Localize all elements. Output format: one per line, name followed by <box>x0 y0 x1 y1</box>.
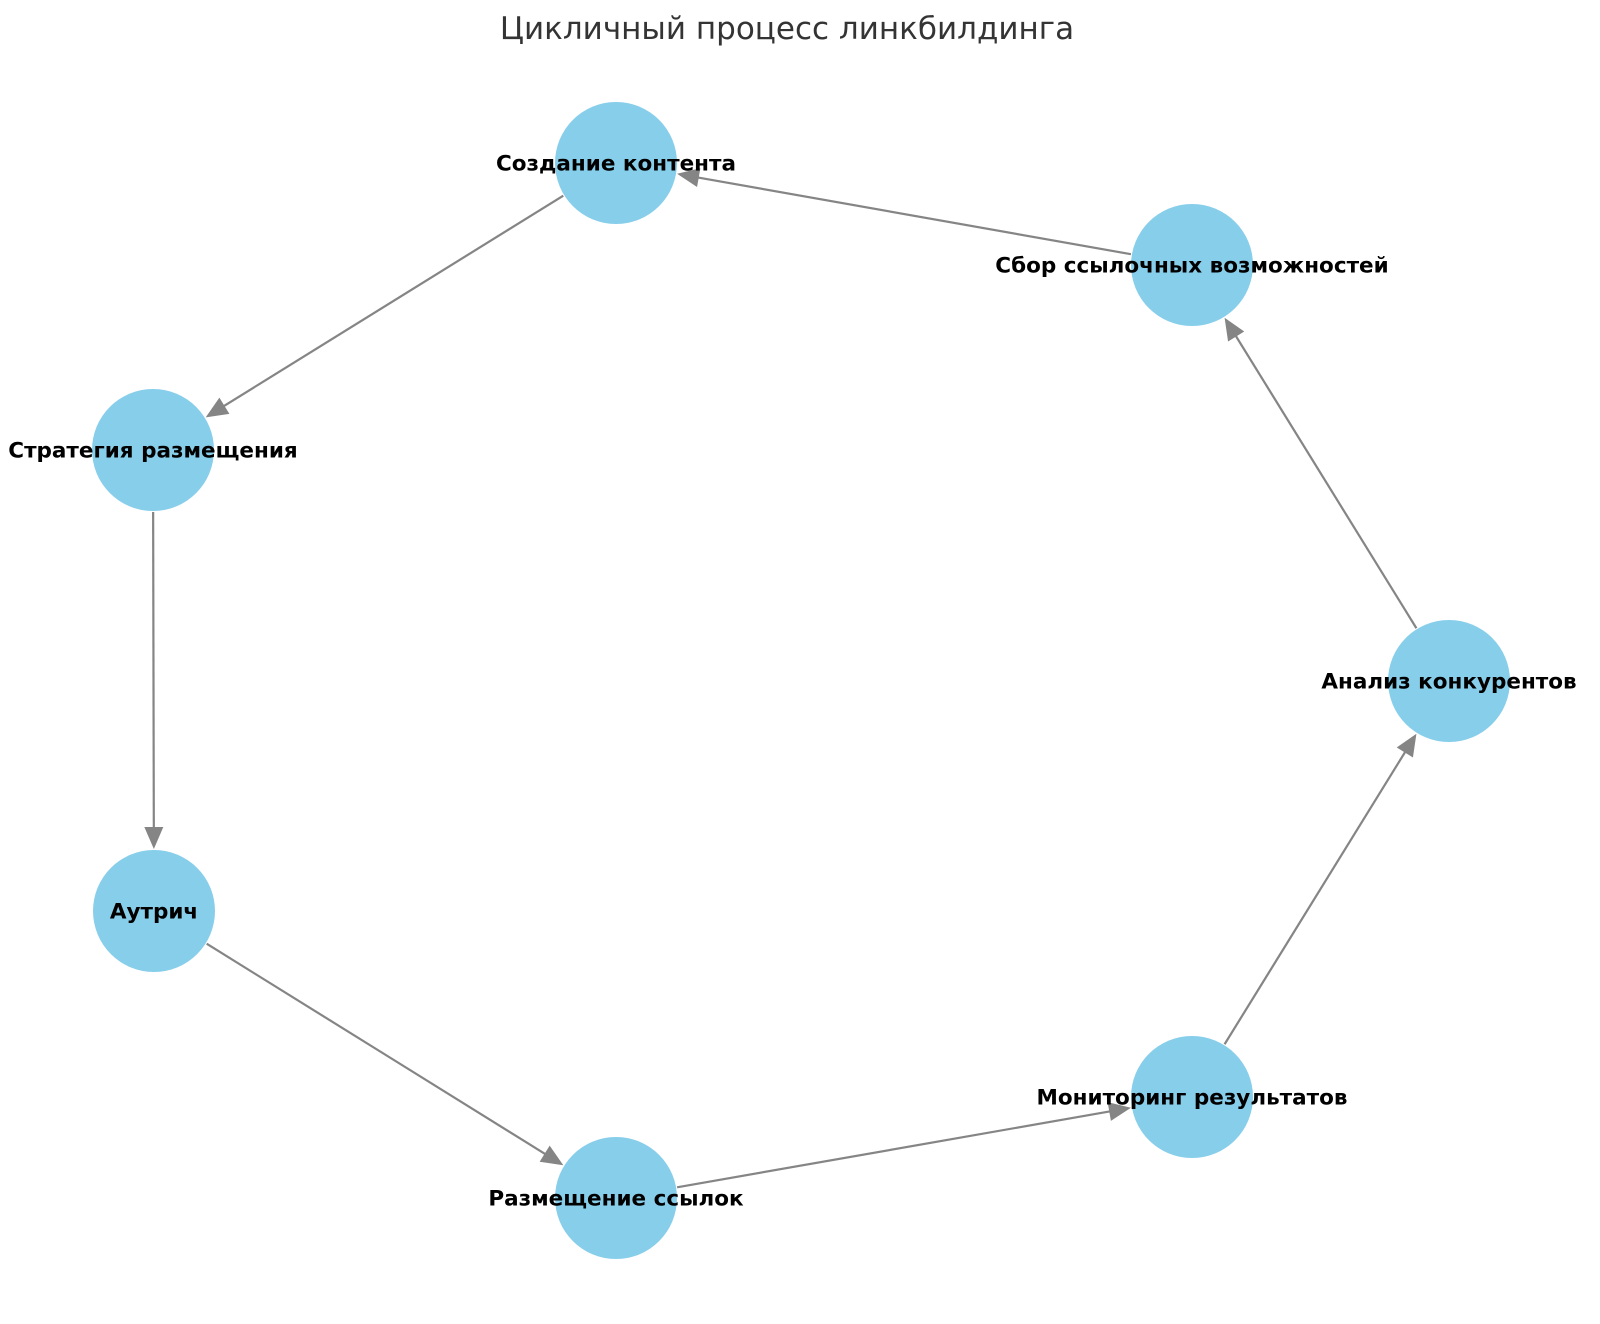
edge-line-analiz-konkurentov--sbor-ssylochnyh <box>1228 325 1418 629</box>
edge-line-sozdanie-kontenta--strategiya-razmeshcheniya <box>213 194 564 414</box>
edge-arrow-monitoring-rezultatov--analiz-konkurentov <box>1396 733 1417 758</box>
edge-line-monitoring-rezultatov--analiz-konkurentov <box>1223 741 1413 1045</box>
node-circle-strategiya-razmeshcheniya <box>92 389 214 511</box>
node-circle-sbor-ssylochnyh <box>1131 204 1253 326</box>
node-circle-autrich <box>93 850 215 972</box>
edge-arrow-razmeshchenie-ssylok--monitoring-rezultatov <box>1107 1102 1131 1121</box>
edge-line-strategiya-razmeshcheniya--autrich <box>152 511 155 840</box>
node-label-analiz-konkurentov: Анализ конкурентов <box>1321 670 1576 695</box>
edge-line-razmeshchenie-ssylok--monitoring-rezultatov <box>676 1108 1122 1189</box>
node-label-autrich: Аутрич <box>110 900 198 925</box>
node-label-razmeshchenie-ssylok: Размещение ссылок <box>488 1187 744 1212</box>
node-label-strategiya-razmeshcheniya: Стратегия размещения <box>8 439 297 464</box>
nodes-layer <box>92 102 1510 1259</box>
node-circle-analiz-konkurentov <box>1388 620 1510 742</box>
node-label-sozdanie-kontenta: Создание контента <box>496 152 736 177</box>
edge-arrow-strategiya-razmeshcheniya--autrich <box>144 826 164 850</box>
edge-arrow-sozdanie-kontenta--strategiya-razmeshcheniya <box>205 397 230 418</box>
edge-arrow-analiz-konkurentov--sbor-ssylochnyh <box>1224 317 1245 342</box>
node-circle-sozdanie-kontenta <box>555 102 677 224</box>
node-label-sbor-ssylochnyh: Сбор ссылочных возможностей <box>995 254 1388 279</box>
edges-layer <box>144 168 1418 1189</box>
node-circle-monitoring-rezultatov <box>1131 1036 1253 1158</box>
edge-line-autrich--razmeshchenie-ssylok <box>206 942 556 1161</box>
diagram-title: Цикличный процесс линкбилдинга <box>500 11 1074 47</box>
node-label-monitoring-rezultatov: Мониторинг результатов <box>1037 1086 1348 1111</box>
node-circle-razmeshchenie-ssylok <box>555 1137 677 1259</box>
edge-arrow-sbor-ssylochnyh--sozdanie-kontenta <box>677 168 701 188</box>
edge-line-sbor-ssylochnyh--sozdanie-kontenta <box>686 174 1132 256</box>
edge-arrow-autrich--razmeshchenie-ssylok <box>539 1145 564 1166</box>
